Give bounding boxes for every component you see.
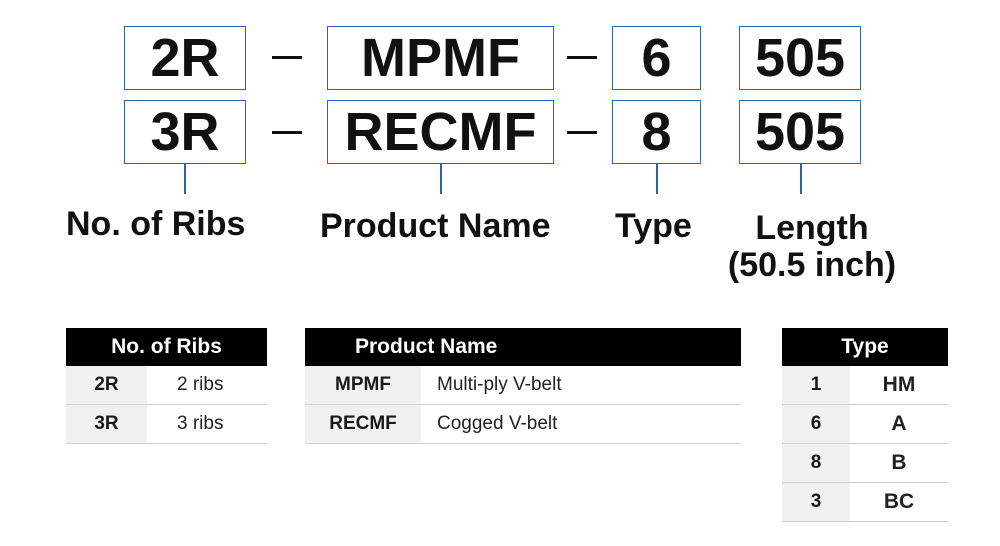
code-type-box-2: 8 <box>612 100 701 164</box>
code-dash <box>272 56 302 59</box>
ribs-code-cell: 3R <box>66 404 147 444</box>
table-row: 3 BC <box>782 482 948 522</box>
code-length-box-1: 505 <box>739 26 861 90</box>
table-row: RECMF Cogged V-belt <box>305 404 741 444</box>
type-desc-cell: HM <box>850 366 948 405</box>
connector-line <box>440 164 442 194</box>
code-dash <box>272 131 302 134</box>
product-table: Product Name MPMF Multi-ply V-belt RECMF… <box>305 328 741 444</box>
type-desc-cell: A <box>850 404 948 444</box>
type-code-cell: 1 <box>782 366 850 405</box>
code-dash <box>567 56 597 59</box>
product-table-header: Product Name <box>305 328 741 366</box>
table-row: 3R 3 ribs <box>66 404 267 444</box>
caption-length: Length (50.5 inch) <box>722 210 902 283</box>
caption-product: Product Name <box>320 207 551 245</box>
type-code-cell: 6 <box>782 404 850 444</box>
ribs-desc-cell: 3 ribs <box>147 404 267 444</box>
code-ribs-box-2: 3R <box>124 100 246 164</box>
ribs-code-cell: 2R <box>66 366 147 405</box>
code-length-box-2: 505 <box>739 100 861 164</box>
type-code-cell: 8 <box>782 443 850 483</box>
caption-length-inch: (50.5 inch) <box>727 245 897 284</box>
type-table-header: Type <box>782 328 948 366</box>
table-row: 1 HM <box>782 366 948 405</box>
table-row: MPMF Multi-ply V-belt <box>305 366 741 405</box>
type-code-cell: 3 <box>782 482 850 522</box>
ribs-table-header: No. of Ribs <box>66 328 267 366</box>
code-product-box-1: MPMF <box>327 26 554 90</box>
code-type-box-1: 6 <box>612 26 701 90</box>
ribs-table: No. of Ribs 2R 2 ribs 3R 3 ribs <box>66 328 267 444</box>
caption-type: Type <box>615 207 692 245</box>
connector-line <box>184 164 186 194</box>
connector-line <box>800 164 802 194</box>
table-row: 2R 2 ribs <box>66 366 267 405</box>
table-row: 8 B <box>782 443 948 483</box>
product-code-cell: MPMF <box>305 366 421 405</box>
product-code-cell: RECMF <box>305 404 421 444</box>
connector-line <box>656 164 658 194</box>
product-desc-cell: Cogged V-belt <box>421 404 741 444</box>
table-row: 6 A <box>782 404 948 444</box>
caption-ribs: No. of Ribs <box>66 205 246 243</box>
type-desc-cell: BC <box>850 482 948 522</box>
caption-length-label: Length <box>755 209 869 247</box>
type-desc-cell: B <box>850 443 948 483</box>
code-ribs-box-1: 2R <box>124 26 246 90</box>
code-product-box-2: RECMF <box>327 100 554 164</box>
type-table: Type 1 HM 6 A 8 B 3 BC <box>782 328 948 522</box>
ribs-desc-cell: 2 ribs <box>147 366 267 405</box>
code-dash <box>567 131 597 134</box>
product-desc-cell: Multi-ply V-belt <box>421 366 741 405</box>
